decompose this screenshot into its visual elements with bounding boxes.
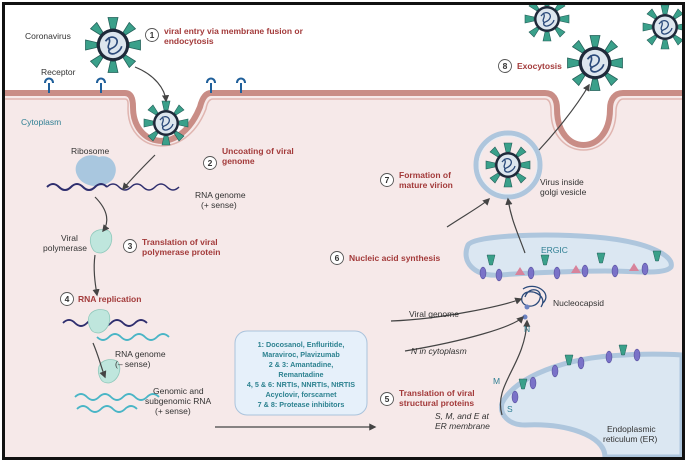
pathway-arrows: [92, 66, 590, 431]
er-label-line1: Endoplasmic: [607, 424, 656, 434]
s-protein-label: S: [507, 404, 513, 414]
step-6-number: 6: [335, 253, 340, 263]
viral-genome-label: Viral genome: [409, 309, 459, 319]
step-2-title-line2: genome: [222, 156, 255, 166]
step-8-title: Exocytosis: [517, 61, 562, 71]
step-5-number: 5: [385, 394, 390, 404]
er-label-line2: reticulum (ER): [603, 434, 657, 444]
ergic-proteins: [479, 250, 662, 282]
ribosome: [75, 155, 116, 187]
step-4-title: RNA replication: [78, 294, 141, 304]
step-5-title-line2: structural proteins: [399, 398, 474, 408]
drug-line-7: 7 & 8: Protease inhibitors: [258, 400, 345, 409]
released-virus-icon: [524, 5, 570, 42]
genomic-rna: [74, 393, 160, 401]
rna-genome-minus-label-line2: (– sense): [115, 359, 151, 369]
rna-genome-plus: [46, 183, 108, 191]
genomic-rna-label-line2: subgenomic RNA: [145, 396, 211, 406]
n-protein-label: N: [524, 324, 530, 334]
step-2-number: 2: [208, 158, 213, 168]
rna-genome-plus-label-line2: (+ sense): [201, 200, 237, 210]
step-1-title-line2: endocytosis: [164, 36, 214, 46]
replication-strand-minus: [96, 333, 170, 341]
released-virus-icon-2: [642, 5, 682, 50]
drug-line-2: Maraviroc, Plavizumab: [262, 350, 340, 359]
step-1-number: 1: [150, 30, 155, 40]
endocytosed-virus-icon: [143, 100, 189, 146]
cytoplasm-region: [5, 95, 682, 457]
step-4-number: 4: [65, 294, 70, 304]
rna-genome-plus-label-line1: RNA genome: [195, 190, 246, 200]
step-2-title-line1: Uncoating of viral: [222, 146, 294, 156]
coronavirus-label: Coronavirus: [25, 31, 71, 41]
step-3-number: 3: [128, 241, 133, 251]
virus-golgi-label-line1: Virus inside: [540, 177, 584, 187]
drug-line-3: 2 & 3: Amantadine,: [269, 360, 333, 369]
viral-polymerase: [89, 229, 113, 254]
step-7-title-line1: Formation of: [399, 170, 451, 180]
step-6-title: Nucleic acid synthesis: [349, 253, 440, 263]
n-in-cytoplasm-label: N in cytoplasm: [411, 346, 467, 356]
er-membrane: [498, 351, 682, 457]
drug-line-5: 4, 5 & 6: NRTIs, NNRTIs, NtRTIS: [247, 380, 355, 389]
viral-polymerase-label-line2: polymerase: [43, 243, 87, 253]
drug-box: [234, 330, 368, 416]
step-7-number: 7: [385, 175, 390, 185]
genomic-rna-label-line3: (+ sense): [155, 406, 191, 416]
coronavirus-icon: [84, 16, 142, 74]
step-8-number: 8: [503, 61, 508, 71]
replication-diagram: 1 2 3 4 5 6 7 8 viral entry via membrane…: [5, 5, 682, 457]
drug-line-4: Remantadine: [278, 370, 323, 379]
rna-genome-minus-label-line1: RNA genome: [115, 349, 166, 359]
receptor-label: Receptor: [41, 67, 76, 77]
genomic-rna-label-line1: Genomic and: [153, 386, 204, 396]
golgi-vesicle: [473, 130, 543, 200]
step-3-title-line2: polymerase protein: [142, 247, 220, 257]
plasma-membrane: [5, 90, 682, 148]
step-markers: [60, 28, 512, 406]
sme-label-line1: S, M, and E at: [435, 411, 489, 421]
viral-polymerase-label-line1: Viral: [61, 233, 78, 243]
drug-line-1: 1: Docosanol, Enfluritide,: [258, 340, 345, 349]
ribosome-label: Ribosome: [71, 146, 110, 156]
ergic-label: ERGIC: [541, 245, 568, 255]
virus-golgi-label-line2: golgi vesicle: [540, 187, 587, 197]
step-7-title-line2: mature virion: [399, 180, 453, 190]
step-1-title-line1: viral entry via membrane fusion or: [164, 26, 304, 36]
sme-label-line2: ER membrane: [435, 421, 490, 431]
nucleocapsid-label: Nucleocapsid: [553, 298, 604, 308]
virion-in-golgi-icon: [485, 142, 531, 188]
m-protein-label: M: [493, 376, 500, 386]
cytoplasm-label: Cytoplasm: [21, 117, 61, 127]
drug-line-6: Acyclovir, forscarnet: [265, 390, 337, 399]
exocytosis-virus-icon: [566, 34, 624, 92]
step-3-title-line1: Translation of viral: [142, 237, 218, 247]
step-5-title-line1: Translation of viral: [399, 388, 475, 398]
